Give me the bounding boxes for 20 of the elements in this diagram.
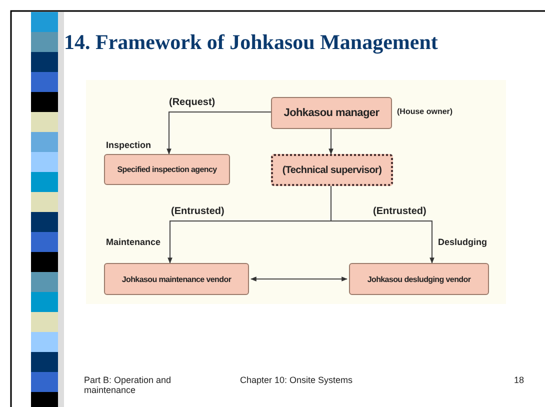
node-note: (House owner) bbox=[397, 107, 453, 116]
edge-label: (Request) bbox=[168, 97, 216, 108]
edge-label: (Entrusted) bbox=[372, 206, 428, 217]
agency-box: Specified inspection agency bbox=[104, 154, 230, 185]
node-note: Inspection bbox=[106, 140, 152, 150]
vendor-box: Johkasou desludging vendor bbox=[349, 263, 489, 295]
role-box: Johkasou manager bbox=[271, 97, 392, 129]
supervisor-box: (Technical supervisor) bbox=[271, 154, 393, 186]
arrow bbox=[328, 128, 334, 155]
node-note: Maintenance bbox=[106, 237, 161, 247]
vendor-box: Johkasou maintenance vendor bbox=[104, 263, 249, 295]
footer-text: Chapter 10: Onsite Systems bbox=[240, 375, 353, 385]
page-number: 18 bbox=[514, 375, 524, 385]
node-note: Desludging bbox=[438, 237, 487, 247]
arrow bbox=[250, 276, 348, 282]
footer-text: Part B: Operation and maintenance bbox=[84, 375, 172, 395]
arrow bbox=[166, 112, 272, 155]
slide-title: 14. Framework of Johkasou Management bbox=[64, 30, 438, 55]
edge-label: (Entrusted) bbox=[170, 206, 226, 217]
arrow bbox=[330, 186, 434, 264]
